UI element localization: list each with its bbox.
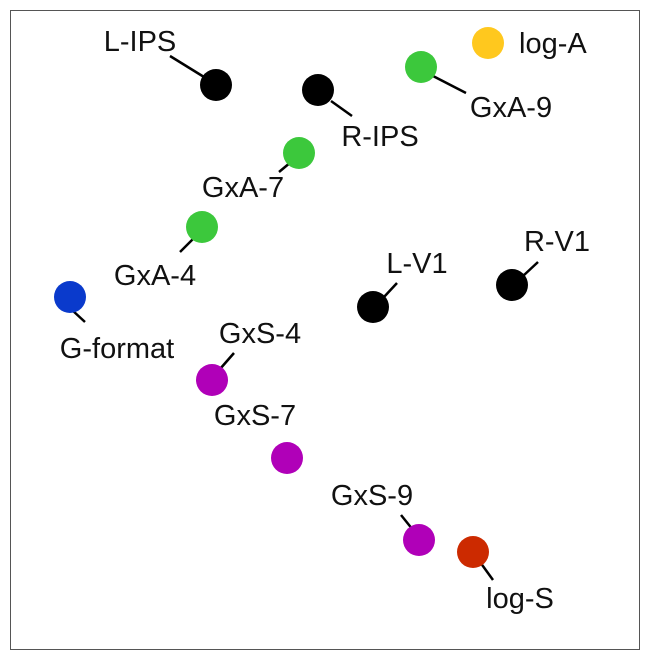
point-gxs-7: GxS-7 xyxy=(214,400,303,474)
point-log-a: log-A xyxy=(472,27,587,60)
point-label: L-V1 xyxy=(386,248,447,280)
point-gxa-4: GxA-4 xyxy=(114,211,218,292)
leader-line xyxy=(522,261,539,277)
point-r-v1: R-V1 xyxy=(496,226,590,301)
point-label: log-S xyxy=(486,583,554,615)
point-marker xyxy=(54,281,86,313)
leader-line xyxy=(432,74,467,95)
leader-line xyxy=(169,54,205,79)
point-marker xyxy=(302,74,334,106)
point-label: GxA-4 xyxy=(114,260,196,292)
point-l-v1: L-V1 xyxy=(357,248,448,323)
point-g-format: G-format xyxy=(54,281,174,365)
point-marker xyxy=(283,137,315,169)
point-label: R-V1 xyxy=(524,226,590,258)
point-l-ips: L-IPS xyxy=(104,26,232,101)
point-marker xyxy=(405,51,437,83)
point-gxs-4: GxS-4 xyxy=(196,318,301,396)
leader-line xyxy=(383,282,398,298)
point-label: GxS-7 xyxy=(214,400,296,432)
point-r-ips: R-IPS xyxy=(302,74,419,153)
point-marker xyxy=(357,291,389,323)
plot-frame xyxy=(10,10,640,650)
point-marker xyxy=(496,269,528,301)
point-label: R-IPS xyxy=(341,121,418,153)
point-label: GxA-7 xyxy=(202,172,284,204)
point-label: L-IPS xyxy=(104,26,177,58)
point-marker xyxy=(186,211,218,243)
point-log-s: log-S xyxy=(457,536,554,615)
point-gxs-9: GxS-9 xyxy=(331,480,435,556)
leader-line xyxy=(179,237,195,253)
point-marker xyxy=(457,536,489,568)
point-marker xyxy=(472,27,504,59)
point-label: GxS-9 xyxy=(331,480,413,512)
point-label: GxS-4 xyxy=(219,318,301,350)
leader-line xyxy=(330,99,353,118)
point-marker xyxy=(403,524,435,556)
point-gxa-7: GxA-7 xyxy=(202,137,315,204)
point-label: GxA-9 xyxy=(470,92,552,124)
point-marker xyxy=(196,364,228,396)
point-marker xyxy=(200,69,232,101)
leader-line xyxy=(219,352,235,370)
point-gxa-9: GxA-9 xyxy=(405,51,552,124)
point-label: G-format xyxy=(60,333,174,365)
point-label: log-A xyxy=(519,28,587,60)
point-marker xyxy=(271,442,303,474)
